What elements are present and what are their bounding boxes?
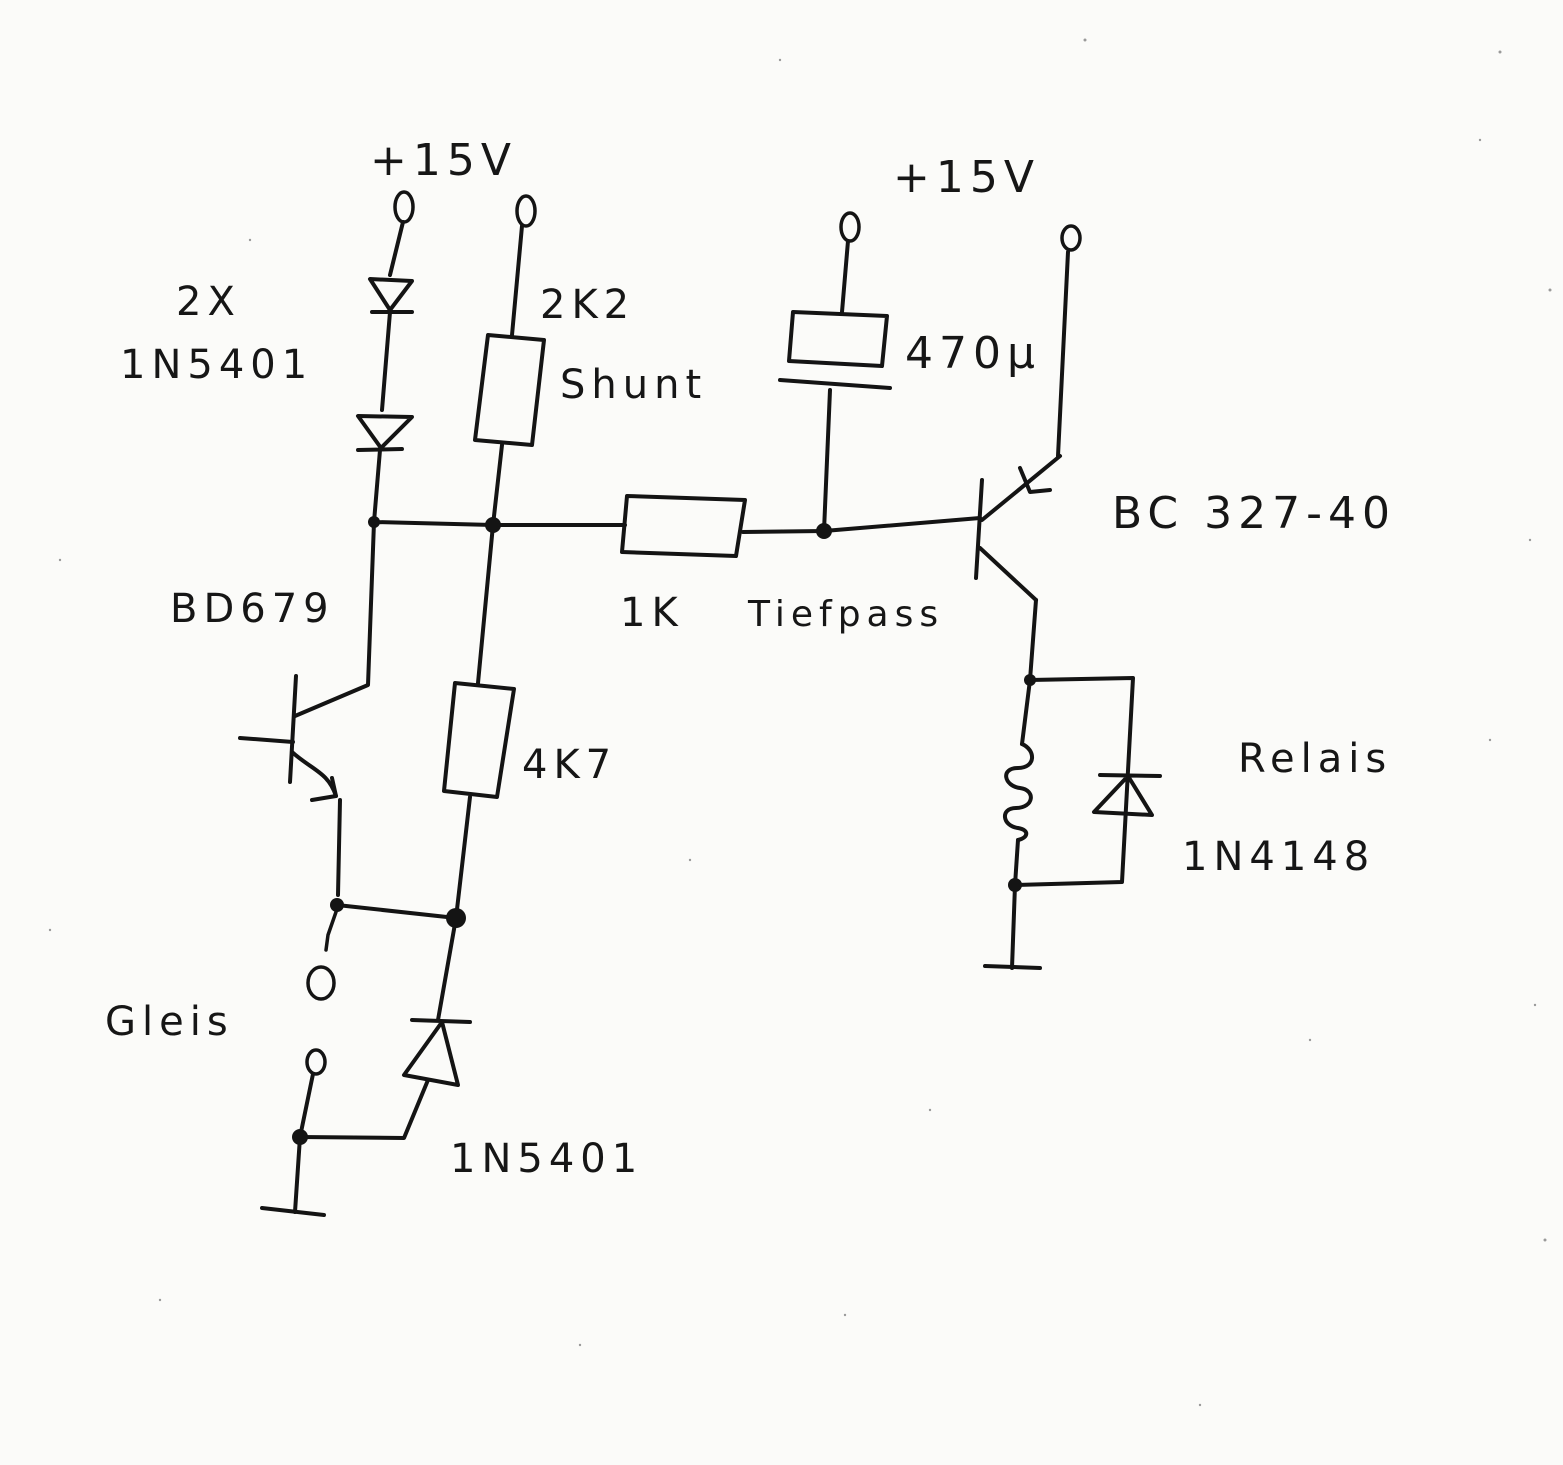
label-relay-name: Relais [1238,736,1392,782]
relay-ground-icon [983,964,1042,970]
label-diodes-count: 2X [176,279,241,325]
terminal-supply-left [393,190,415,224]
divider-resistor-icon [442,681,516,799]
npn-transistor-icon [238,674,342,897]
label-relay-diode: 1N4148 [1182,834,1375,880]
label-lowpass-name: Tiefpass [747,594,944,635]
label-npn-transistor: BD679 [170,586,335,632]
base-bus [368,494,982,558]
label-track-name: Gleis [105,999,234,1045]
track-branch [260,898,472,1217]
shunt-resistor-icon [473,333,546,447]
terminal-pnp-emitter [1060,224,1082,252]
label-track-diode: 1N5401 [450,1136,643,1182]
node-relay-bottom [1008,878,1022,892]
label-supply-right: +15V [893,152,1040,203]
shunt-branch [442,194,546,920]
capacitor-icon [778,310,892,390]
label-divider-resistor: 4K7 [522,742,617,788]
diode-upper-icon [368,277,414,314]
pnp-transistor-icon [974,224,1082,602]
capacitor-branch [778,211,892,533]
relay-diode-icon [1092,773,1162,817]
terminal-track-upper [306,965,336,1001]
node-diode-bus [368,516,380,528]
label-shunt-value: 2K2 [540,282,635,328]
relay-branch [983,598,1162,970]
terminal-shunt-top [515,194,537,228]
node-shunt-bus [485,517,501,533]
label-diodes-type: 1N5401 [120,342,313,388]
label-shunt-name: Shunt [560,362,707,408]
label-supply-left: +15V [370,135,517,186]
paper-specks [48,38,1552,1407]
track-ground-icon [260,1206,326,1217]
relay-coil-icon [1003,742,1034,842]
label-pnp-transistor: BC 327-40 [1112,488,1396,539]
left-supply-branch [293,190,415,718]
lowpass-resistor-icon [620,494,747,558]
label-lowpass-resistor: 1K [620,590,684,636]
diode-lower-icon [356,414,414,452]
track-diode-icon [402,1018,472,1087]
label-cap-value: 470µ [905,328,1041,379]
terminal-track-lower [305,1048,327,1076]
terminal-supply-right [839,211,861,243]
